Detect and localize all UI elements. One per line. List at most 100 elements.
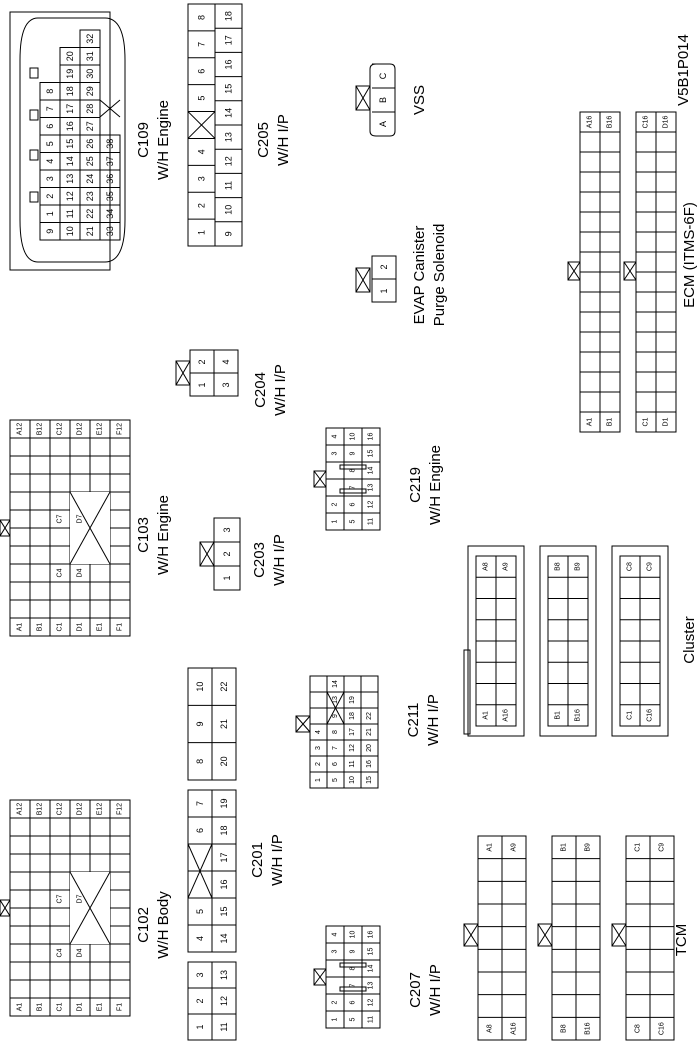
c109-pin-label: 16: [65, 121, 75, 131]
c109-pin-label: 31: [85, 51, 95, 61]
pin-label: 2: [197, 203, 207, 208]
pin-label: 14: [219, 933, 229, 943]
connector-evap: [355, 255, 397, 303]
c211-pin-label: 13: [332, 696, 339, 704]
c204-label: C204: [252, 372, 269, 408]
pin-label: 14: [224, 108, 234, 118]
c207-pin-label: 16: [368, 931, 375, 939]
blank-cavity-icon: [69, 871, 111, 945]
c204-pin-3: 3: [221, 382, 231, 387]
c109-pin-label: 9: [45, 229, 55, 234]
tcm-pin-label: B8: [561, 1024, 568, 1033]
c207-latch: [339, 986, 367, 992]
c109-pin-label: 3: [45, 176, 55, 181]
lock-tab-icon: [623, 261, 637, 281]
c109-pin-label: 28: [85, 104, 95, 114]
c102-pin-label: D4: [77, 948, 84, 957]
lock-tab-icon: [611, 923, 627, 947]
pin-label: 9: [224, 231, 234, 236]
c103-pin-label: D1: [77, 622, 84, 631]
tcm-pin-label: C8: [635, 1024, 642, 1033]
cluster-pin-label: B16: [575, 709, 582, 722]
c203-pin-1: 1: [222, 575, 232, 580]
ecm-pin-label: B1: [607, 418, 614, 427]
c211-pin-label: 6: [332, 762, 339, 766]
lock-tab-icon: [295, 715, 311, 733]
c103-pin-label: E12: [97, 423, 104, 436]
c211-sub-label: W/H I/P: [425, 694, 442, 746]
c207-pin-label: 10: [350, 931, 357, 939]
c102-pin-label: C7: [57, 894, 64, 903]
tcm-pin-label: A16: [511, 1022, 518, 1035]
tcm-pin-label: A1: [487, 843, 494, 852]
c103-pin-label: C7: [57, 514, 64, 523]
c102-sub-label: W/H Body: [155, 891, 172, 959]
pin-label: 16: [224, 59, 234, 69]
cluster-pin-label: B1: [555, 711, 562, 720]
c103-pin-label: F1: [117, 623, 124, 631]
c201-label: C201: [249, 842, 266, 878]
c219-pin-label: 7: [350, 485, 357, 489]
c109-sub-label: W/H Engine: [155, 100, 172, 180]
pin-label: 13: [219, 970, 229, 980]
pin-label: 8: [195, 759, 205, 764]
blank-cavity-icon: [326, 691, 345, 725]
c219-pin-label: 15: [368, 450, 375, 458]
c102-pin-label: D7: [77, 894, 84, 903]
pin-label: 12: [219, 996, 229, 1006]
cluster-pin-label: A9: [503, 562, 510, 571]
c219-label: C219: [407, 467, 424, 503]
c102-pin-label: C4: [57, 948, 64, 957]
vss-pin-c: C: [378, 72, 388, 79]
c211-label: C211: [405, 703, 422, 738]
c219-pin-label: 4: [332, 434, 339, 438]
c207-pin-label: 12: [368, 999, 375, 1007]
c219-pin-label: 6: [350, 502, 357, 506]
c203-label: C203: [251, 542, 268, 578]
cluster-pin-label: C9: [647, 562, 654, 571]
c211-pin-label: 20: [366, 744, 373, 752]
c207-latch: [339, 962, 367, 968]
blank-cavity-icon: [187, 111, 216, 139]
c102-pin-label: D1: [77, 1002, 84, 1011]
c109-pin-label: 12: [65, 191, 75, 201]
cluster-pin-label: B9: [575, 562, 582, 571]
blank-cavity-icon: [69, 491, 111, 565]
lock-tab-icon: [463, 923, 479, 947]
tcm-pin-label: A9: [511, 843, 518, 852]
c102-pin-label: B1: [37, 1003, 44, 1012]
c211-pin-label: 10: [349, 776, 356, 784]
c211-pin-label: 4: [315, 730, 322, 734]
cluster-pin-label: B8: [555, 562, 562, 571]
blank-cavity-icon: [99, 99, 121, 118]
pin-label: 17: [219, 852, 229, 862]
connector-c109: [9, 11, 126, 271]
c219-pin-label: 3: [332, 451, 339, 455]
blank-cavity-icon: [187, 843, 213, 899]
tcm-pin-label: B9: [585, 843, 592, 852]
c109-pin-label: 34: [105, 209, 115, 219]
c109-pin-label: 30: [85, 69, 95, 79]
c103-pin-label: D4: [77, 568, 84, 577]
pin-label: 22: [219, 682, 229, 692]
c205-sub-label: W/H I/P: [275, 114, 292, 166]
c207-pin-label: 8: [350, 966, 357, 970]
c109-pin-label: 23: [85, 191, 95, 201]
pin-label: 8: [197, 15, 207, 20]
c219-pin-label: 14: [368, 467, 375, 475]
c211-pin-label: 7: [332, 746, 339, 750]
cluster-pin-label: A16: [503, 709, 510, 722]
c102-pin-label: F12: [117, 803, 124, 815]
c109-pin-label: 37: [105, 156, 115, 166]
c204-pin-1: 1: [197, 382, 207, 387]
lock-tab-icon: [537, 923, 553, 947]
c109-pin-label: 6: [45, 124, 55, 129]
c109-pin-cell: [99, 134, 121, 153]
c109-pin-label: 27: [85, 121, 95, 131]
lock-tab-icon: [0, 519, 11, 537]
c103-pin-label: B1: [37, 623, 44, 632]
pin-label: 10: [224, 205, 234, 215]
